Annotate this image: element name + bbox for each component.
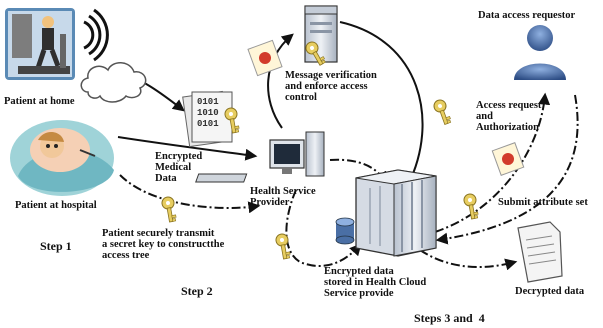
arrow-provider-to-verification xyxy=(267,33,294,129)
server-icon xyxy=(355,169,437,257)
key-icon xyxy=(462,192,480,221)
label-step1: Step 1 xyxy=(40,239,72,253)
patient-home-image xyxy=(5,8,75,80)
encrypted-data-icon xyxy=(182,90,233,148)
key-icon xyxy=(160,195,178,224)
database-icon xyxy=(335,217,355,245)
certificate-icon xyxy=(491,142,525,176)
person-icon xyxy=(514,25,566,80)
cloud-icon xyxy=(80,62,147,103)
label-message-verification: Message verification and enforce access … xyxy=(285,70,377,103)
certificate-icon xyxy=(247,39,283,77)
label-submit-attribute: Submit attribute set xyxy=(498,197,588,208)
arrow-cloud-to-decrypted xyxy=(419,249,518,271)
arrows xyxy=(117,21,424,188)
arrow-cloud-to-requestor xyxy=(434,92,551,233)
label-patient-home: Patient at home xyxy=(4,96,75,107)
label-steps34: Steps 3 and 4 xyxy=(414,311,485,325)
key-icon xyxy=(431,97,453,127)
label-patient-hospital: Patient at hospital xyxy=(15,200,97,211)
label-encrypted-medical: Encrypted Medical Data xyxy=(155,151,203,184)
label-encrypted-stored: Encrypted data stored in Health Cloud Se… xyxy=(324,266,427,299)
arrow-hospital-to-provider xyxy=(117,136,258,161)
label-health-service-provider: Health Service Provider xyxy=(250,186,316,208)
arrow-requestor-to-cloud xyxy=(435,94,579,245)
document-icon xyxy=(517,221,563,283)
arrow-verification-to-cloud xyxy=(339,21,424,188)
label-decrypted-data: Decrypted data xyxy=(515,286,585,297)
label-data-access-requestor: Data access requestor xyxy=(478,10,576,21)
computer-icon xyxy=(195,131,325,183)
wifi-icon xyxy=(83,8,109,62)
arrow-hospital-key-dashed xyxy=(119,174,261,214)
binary-bits: 0101 1010 0101 xyxy=(197,97,224,129)
label-step2: Step 2 xyxy=(181,284,213,298)
label-access-request: Access request and Authorization xyxy=(476,100,542,133)
arrow-provider-loop xyxy=(285,189,362,267)
label-patient-transmit: Patient securely transmit a secret key t… xyxy=(102,228,225,261)
patient-hospital-image xyxy=(10,120,114,196)
